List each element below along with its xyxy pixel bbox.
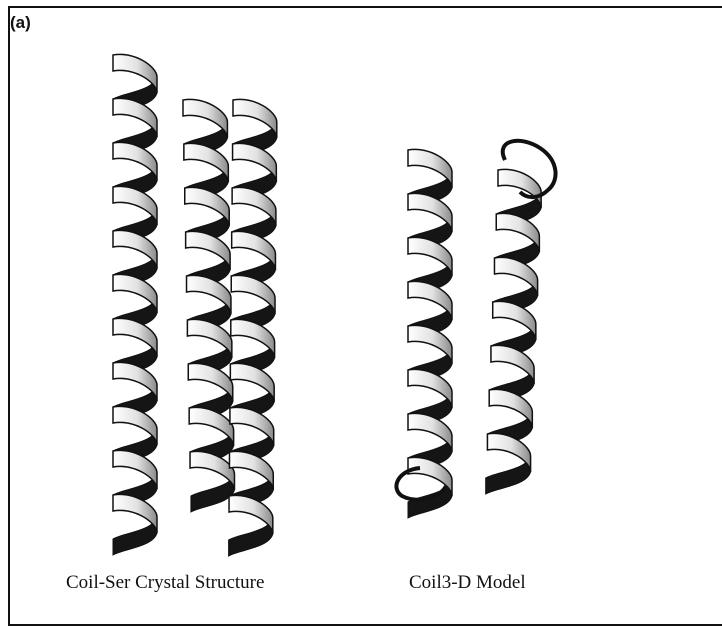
- helix-d: [408, 149, 452, 518]
- helix-b: [183, 99, 234, 512]
- coil-ser-helix-bundle: [113, 54, 277, 556]
- right-caption: Coil3-D Model: [409, 572, 526, 594]
- protein-ribbon-diagrams: [0, 0, 722, 613]
- helix-e: [486, 169, 541, 494]
- left-caption: Coil-Ser Crystal Structure: [66, 572, 264, 594]
- helix-a: [113, 54, 157, 555]
- helix-c: [229, 99, 277, 556]
- helix-turn-back: [486, 456, 531, 494]
- coil3-d-helix-bundle: [408, 149, 541, 518]
